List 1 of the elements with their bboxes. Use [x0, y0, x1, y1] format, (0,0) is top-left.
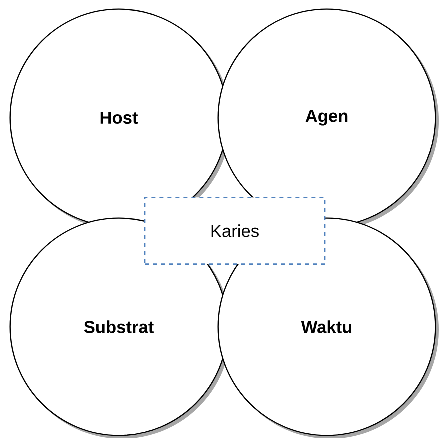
dashed-box: Karies [144, 197, 326, 265]
